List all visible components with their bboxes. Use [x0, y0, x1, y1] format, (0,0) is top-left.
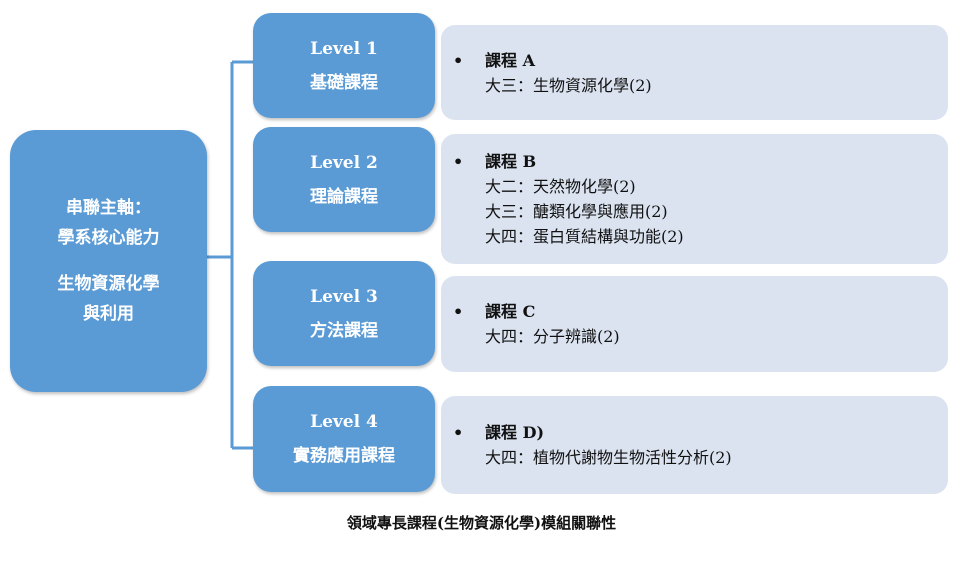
bullet-icon: •: [453, 302, 464, 321]
core-axis-line4: 與利用: [83, 304, 134, 324]
level-3-course-panel: • 課程 C 大四：分子辨識(2): [441, 276, 948, 372]
level-2-name: 理論課程: [310, 186, 378, 207]
level-3-name: 方法課程: [310, 320, 378, 341]
level-3-course-item: 大四：分子辨識(2): [485, 327, 620, 346]
level-2-course-item: 大三：醣類化學與應用(2): [485, 202, 668, 221]
level-4-course-panel: • 課程 D) 大四：植物代謝物生物活性分析(2): [441, 396, 948, 494]
level-2-label: Level 2: [310, 152, 378, 173]
level-1-label: Level 1: [310, 38, 378, 59]
level-2-course-item: 大二：天然物化學(2): [485, 177, 636, 196]
level-1-course-item: 大三：生物資源化學(2): [485, 75, 652, 95]
level-2-box: Level 2 理論課程: [253, 127, 435, 232]
core-axis-line1: 串聯主軸：: [66, 198, 151, 218]
level-1-name: 基礎課程: [310, 72, 378, 93]
level-4-course-item: 大四：植物代謝物生物活性分析(2): [485, 448, 732, 467]
level-3-course-title: 課程 C: [485, 302, 536, 321]
level-4-box: Level 4 實務應用課程: [253, 386, 435, 492]
bullet-icon: •: [453, 423, 464, 442]
level-2-course-item: 大四：蛋白質結構與功能(2): [485, 227, 684, 246]
core-axis-line3: 生物資源化學: [57, 274, 160, 294]
level-1-course-panel: • 課程 A 大三：生物資源化學(2): [441, 25, 948, 120]
level-3-label: Level 3: [310, 286, 378, 307]
figure-caption: 領域專長課程(生物資源化學)模組關聯性: [346, 514, 617, 532]
core-axis-line2: 學系核心能力: [57, 228, 160, 248]
level-2-course-title: 課程 B: [485, 152, 537, 171]
bullet-icon: •: [453, 50, 464, 70]
level-2-course-panel: • 課程 B 大二：天然物化學(2) 大三：醣類化學與應用(2) 大四：蛋白質結…: [441, 134, 948, 264]
level-4-label: Level 4: [310, 412, 378, 432]
level-4-course-title: 課程 D): [485, 423, 545, 442]
level-1-course-title: 課程 A: [485, 50, 535, 70]
level-4-name: 實務應用課程: [293, 446, 395, 466]
level-3-box: Level 3 方法課程: [253, 261, 435, 366]
level-1-box: Level 1 基礎課程: [253, 13, 435, 118]
core-axis-box: 串聯主軸： 學系核心能力 生物資源化學 與利用: [10, 130, 207, 392]
bullet-icon: •: [453, 152, 464, 171]
